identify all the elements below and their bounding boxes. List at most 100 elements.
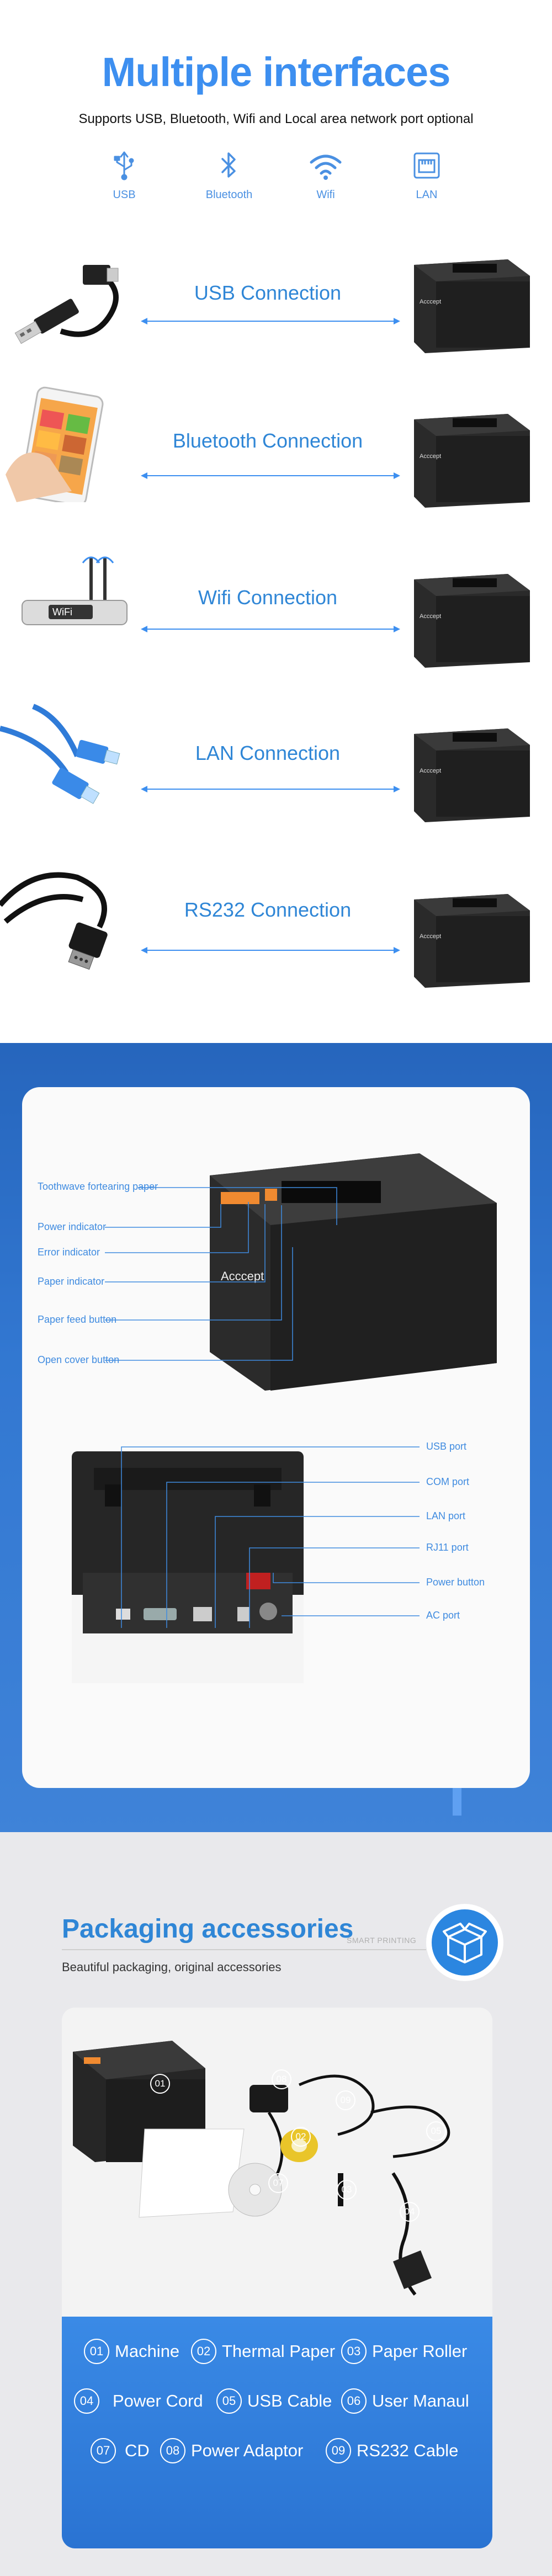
legend-num: 06 — [341, 2388, 367, 2414]
legend-num: 04 — [74, 2388, 99, 2414]
packaging-section: Packaging accessories SMART PRINTING Bea… — [0, 1832, 552, 2576]
legend-item-usb-cable: 05 USB Cable — [216, 2388, 332, 2414]
callout-rj11-port: RJ11 port — [426, 1542, 469, 1553]
legend-label: Machine — [115, 2341, 180, 2361]
legend-num: 03 — [341, 2339, 367, 2364]
legend-label: USB Cable — [247, 2391, 332, 2410]
callout-ac-port: AC port — [426, 1610, 460, 1621]
connection-lan-label: LAN Connection — [195, 742, 341, 764]
legend-num: 07 — [91, 2438, 116, 2463]
connection-bluetooth-row: Bluetooth Connection Acccept — [0, 381, 552, 508]
interfaces-subtitle: Supports USB, Bluetooth, Wifi and Local … — [78, 111, 474, 126]
connection-wifi-label: Wifi Connection — [198, 586, 338, 609]
connection-rs232-row: RS232 Connection Acccept — [0, 855, 552, 988]
packaging-badge — [426, 1904, 503, 1981]
callout-lan-port: LAN port — [426, 1510, 466, 1521]
legend-item-user-manual: 06 User Manaul — [341, 2388, 469, 2414]
interface-bluetooth-label: Bluetooth — [205, 189, 253, 201]
interface-usb: USB — [91, 150, 157, 201]
interfaces-title: Multiple interfaces — [102, 49, 451, 95]
interface-bluetooth: Bluetooth — [196, 150, 262, 201]
callout-paper-indicator: Paper indicator — [38, 1276, 105, 1287]
legend-label: User Manaul — [372, 2391, 469, 2410]
connection-rs232-label: RS232 Connection — [184, 898, 352, 921]
legend-item-thermal-paper: 02 Thermal Paper — [191, 2339, 335, 2364]
photo-marker-09: 09 — [336, 2090, 355, 2110]
connection-wifi-row: WiFi Wifi Connection Acccept — [0, 541, 552, 668]
interfaces-section: Multiple interfaces Supports USB, Blueto… — [0, 0, 552, 1043]
photo-marker-08: 08 — [272, 2069, 291, 2089]
photo-marker-04: 04 — [400, 2202, 420, 2222]
photo-marker-03: 03 — [337, 2180, 357, 2200]
callout-power-indicator: Power indicator — [38, 1221, 107, 1232]
packaging-subtitle: Beautiful packaging, original accessorie… — [62, 1960, 282, 1974]
interface-icon-row: USB Bluetooth Wifi — [0, 150, 552, 205]
svg-text:Acccept: Acccept — [221, 1269, 264, 1283]
callout-usb-port: USB port — [426, 1441, 467, 1452]
packaging-title: Packaging accessories — [62, 1914, 354, 1944]
legend-item-machine: 01 Machine — [84, 2339, 179, 2364]
photo-marker-07: 07 — [268, 2173, 288, 2193]
legend-num: 01 — [84, 2339, 109, 2364]
svg-text:Acccept: Acccept — [420, 453, 441, 460]
connection-usb-arrow — [141, 318, 400, 324]
diagram-card: Acccept Toothwave fortearing paper Power… — [22, 1087, 530, 1788]
callout-error-indicator: Error indicator — [38, 1247, 100, 1258]
connection-wifi-arrow — [141, 626, 400, 632]
connection-bluetooth-label: Bluetooth Connection — [172, 429, 363, 452]
box-icon — [443, 1923, 487, 1963]
printer-back-image — [72, 1451, 304, 1683]
legend-item-cd: 07 CD — [91, 2438, 150, 2463]
connection-lan-arrow — [141, 786, 400, 792]
connection-rs232-arrow — [141, 947, 400, 954]
legend-label: Thermal Paper — [222, 2341, 336, 2361]
legend-num: 05 — [216, 2388, 242, 2414]
legend-label: RS232 Cable — [357, 2441, 459, 2460]
lan-icon — [413, 152, 440, 179]
packaging-card: 01 08 09 02 05 06 07 03 04 01 Machine 02… — [62, 2008, 492, 2548]
svg-text:Acccept: Acccept — [420, 613, 441, 620]
legend-label: Power Adaptor — [191, 2441, 304, 2460]
photo-marker-05: 05 — [426, 2121, 446, 2141]
connection-bluetooth-arrow — [141, 472, 400, 479]
smartphone-image — [6, 386, 104, 502]
lan-cable-image — [0, 704, 120, 804]
connection-usb-label: USB Connection — [194, 281, 342, 304]
callout-tear-bar: Toothwave fortearing paper — [38, 1181, 158, 1192]
legend-item-rs232-cable: 09 RS232 Cable — [326, 2438, 458, 2463]
svg-text:Acccept: Acccept — [420, 299, 441, 305]
front-callout-lines — [105, 1187, 337, 1361]
wifi-router-image: WiFi — [22, 556, 128, 625]
photo-marker-01: 01 — [150, 2074, 170, 2094]
packaging-tag: SMART PRINTING — [347, 1936, 417, 1945]
printer-image: Acccept — [414, 728, 530, 822]
interface-usb-label: USB — [113, 189, 136, 201]
interface-wifi-label: Wifi — [316, 189, 335, 201]
svg-text:WiFi: WiFi — [52, 606, 72, 618]
bluetooth-icon — [221, 152, 236, 178]
legend-num: 08 — [160, 2438, 185, 2463]
connection-lan-row: LAN Connection Acccept — [0, 695, 552, 822]
photo-marker-02: 02 — [291, 2127, 311, 2147]
usb-cable-image — [14, 265, 119, 344]
back-callout-lines — [121, 1446, 420, 1628]
callout-paper-feed-button: Paper feed button — [38, 1314, 117, 1325]
accessories-legend: 01 Machine 02 Thermal Paper 03 Paper Rol… — [62, 2317, 492, 2548]
svg-text:Acccept: Acccept — [420, 933, 441, 940]
interface-wifi: Wifi — [293, 150, 359, 201]
wifi-icon — [310, 155, 342, 180]
printer-image: Acccept — [414, 574, 530, 668]
legend-num: 02 — [191, 2339, 216, 2364]
legend-num: 09 — [326, 2438, 351, 2463]
connection-usb-row: USB Connection Acccept — [0, 237, 552, 359]
svg-text:Acccept: Acccept — [420, 768, 441, 774]
printer-image: Acccept — [414, 414, 530, 508]
legend-label: CD — [125, 2441, 150, 2460]
interface-lan-label: LAN — [416, 189, 438, 201]
rs232-cable-image — [0, 872, 108, 970]
legend-label: Paper Roller — [372, 2341, 468, 2361]
legend-label: Power Cord — [113, 2391, 203, 2410]
legend-item-paper-roller: 03 Paper Roller — [341, 2339, 467, 2364]
printer-image: Acccept — [414, 894, 530, 988]
